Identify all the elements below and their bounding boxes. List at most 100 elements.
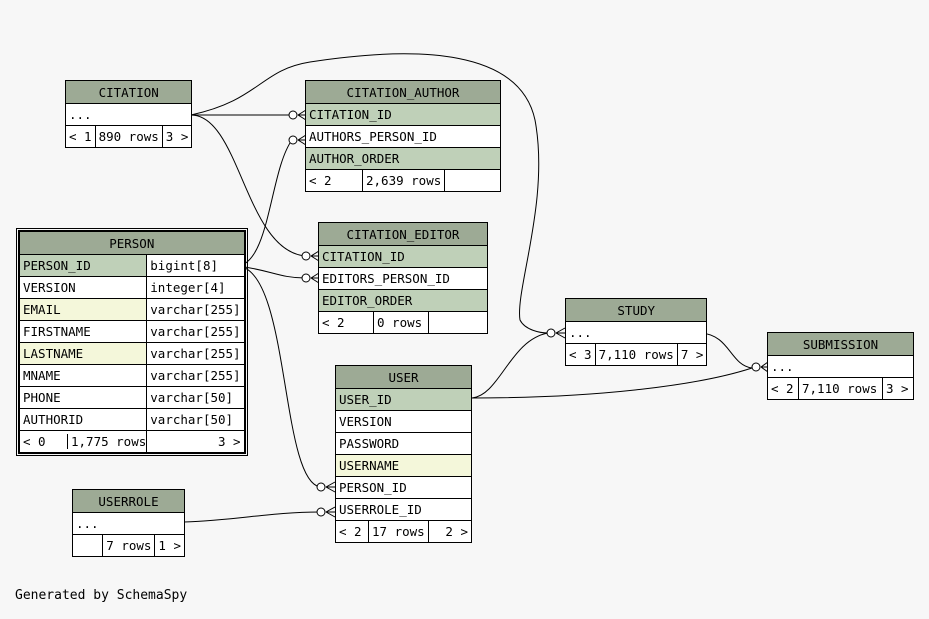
table-userrole[interactable]: USERROLE ... 7 rows 1 > (71, 489, 185, 557)
child-count (428, 311, 488, 334)
edge-userrole-user (183, 511, 321, 523)
parent-count: < 2 (318, 311, 374, 334)
crowfoot (555, 327, 566, 339)
row-count: 890 rows (94, 125, 163, 148)
marker-circle (316, 482, 326, 492)
column-row: ... (72, 512, 185, 535)
table-title: STUDY (564, 298, 708, 322)
marker-circle (301, 273, 311, 283)
column-citation-id: CITATION_ID (305, 103, 501, 126)
column-type: varchar[255] (146, 364, 245, 387)
column-userrole-id: USERROLE_ID (335, 498, 472, 521)
child-count: 2 > (427, 520, 473, 543)
column-row: ... (564, 321, 708, 344)
crowfoot (325, 481, 336, 493)
crowfoot (297, 134, 307, 146)
edge-study-submission (700, 332, 753, 369)
row-count: 7,110 rows (594, 343, 678, 366)
crowfoot (310, 272, 320, 284)
child-count: 1 > (154, 534, 185, 557)
table-title: CITATION_EDITOR (318, 222, 488, 246)
column-version: VERSION (335, 410, 472, 433)
column-name: EMAIL (18, 298, 148, 321)
table-title: SUBMISSION (767, 332, 914, 356)
column-author-order: AUTHOR_ORDER (305, 147, 501, 170)
table-citation-editor[interactable]: CITATION_EDITOR CITATION_ID EDITORS_PERS… (318, 222, 488, 334)
row-count: 17 rows (368, 520, 429, 543)
crowfoot (297, 109, 307, 121)
crowfoot (325, 506, 336, 518)
child-count: 3 > (146, 430, 245, 453)
row-count: 1,775 rows (71, 434, 147, 449)
table-submission[interactable]: SUBMISSION ... < 2 7,110 rows 3 > (767, 332, 914, 400)
parent-count: < 0 (21, 434, 68, 449)
marker-circle (301, 251, 311, 261)
table-user[interactable]: USER USER_ID VERSION PASSWORD USERNAME P… (335, 365, 473, 543)
column-type: varchar[255] (146, 298, 245, 321)
column-name: FIRSTNAME (18, 320, 148, 343)
edge-person-editor (237, 265, 306, 279)
parent-count: < 2 (305, 169, 363, 192)
parent-count: < 2 (335, 520, 369, 543)
row-count: 0 rows (373, 311, 429, 334)
column-type: integer[4] (146, 276, 245, 299)
edge-person-user (237, 265, 321, 488)
marker-circle (288, 110, 298, 120)
table-citation-author[interactable]: CITATION_AUTHOR CITATION_ID AUTHORS_PERS… (305, 80, 501, 192)
generator-credit: Generated by SchemaSpy (15, 588, 188, 603)
edge-citation-editor-citation (190, 114, 306, 257)
table-person-frame: PERSON PERSON_ID bigint[8] VERSION integ… (16, 228, 248, 456)
column-person-id: PERSON_ID (335, 476, 472, 499)
column-name: PHONE (18, 386, 148, 409)
child-count: 3 > (161, 125, 193, 148)
column-username: USERNAME (335, 454, 472, 477)
marker-circle (546, 328, 556, 338)
edge-person-author (237, 139, 293, 267)
column-name: PERSON_ID (18, 254, 148, 277)
column-name: AUTHORID (18, 408, 148, 431)
edge-user-submission (471, 367, 753, 399)
table-study[interactable]: STUDY ... < 3 7,110 rows 7 > (564, 298, 708, 366)
column-name: LASTNAME (18, 342, 148, 365)
row-count: 2,639 rows (361, 169, 446, 192)
column-type: bigint[8] (146, 254, 245, 277)
column-editor-order: EDITOR_ORDER (318, 289, 488, 312)
crowfoot (310, 250, 320, 262)
column-password: PASSWORD (335, 432, 472, 455)
crowfoot (760, 361, 769, 373)
marker-circle (751, 362, 761, 372)
column-authors-person-id: AUTHORS_PERSON_ID (305, 125, 501, 148)
column-name: VERSION (18, 276, 148, 299)
parent-count: < 1 (65, 125, 96, 148)
row-count: 7,110 rows (798, 377, 883, 400)
child-count: 7 > (676, 343, 708, 366)
table-citation[interactable]: CITATION ... < 1 890 rows 3 > (64, 80, 193, 148)
column-type: varchar[255] (146, 320, 245, 343)
edge-user-study (471, 332, 549, 399)
table-title: CITATION (64, 80, 193, 104)
table-title: CITATION_AUTHOR (305, 80, 501, 104)
row-count: 7 rows (102, 534, 156, 557)
column-row: ... (767, 355, 914, 378)
column-type: varchar[50] (146, 386, 245, 409)
column-user-id: USER_ID (335, 388, 472, 411)
child-count (444, 169, 501, 192)
column-citation-id: CITATION_ID (318, 245, 488, 268)
column-row: ... (64, 103, 193, 126)
column-type: varchar[50] (146, 408, 245, 431)
table-title: PERSON (19, 231, 245, 255)
table-title: USER (335, 365, 472, 389)
column-type: varchar[255] (146, 342, 245, 365)
column-editors-person-id: EDITORS_PERSON_ID (318, 267, 488, 290)
parent-count: < 3 (565, 343, 596, 366)
edge-citation-study (190, 53, 549, 334)
table-title: USERROLE (72, 489, 185, 513)
marker-circle (288, 135, 298, 145)
parent-count: < 2 (767, 377, 799, 400)
marker-circle (316, 507, 326, 517)
table-person[interactable]: PERSON PERSON_ID bigint[8] VERSION integ… (18, 231, 245, 453)
child-count: 3 > (882, 377, 914, 400)
